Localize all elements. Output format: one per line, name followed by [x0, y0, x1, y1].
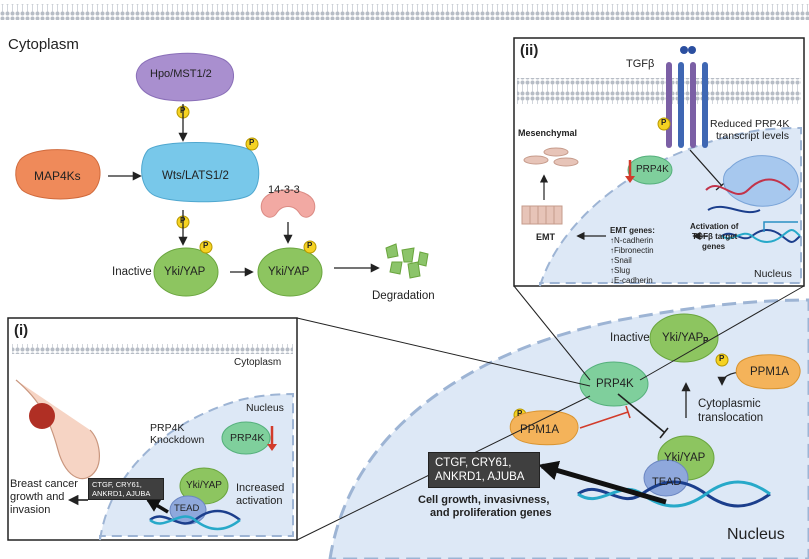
panel-i-prp4k: PRP4K — [230, 432, 265, 444]
mesenchymal-cells-icon — [523, 147, 579, 167]
wts-label: Wts/LATS1/2 — [162, 170, 229, 182]
panel-i-cancer-3: invasion — [10, 504, 51, 516]
panel-i-increased-1: Increased — [236, 482, 285, 494]
panel-ii — [513, 37, 805, 287]
gene-box-i-line-1: CTGF, CRY61, — [92, 480, 142, 489]
prp4k-panel-ii — [627, 155, 673, 185]
panel-ii-activation-3: genes — [702, 242, 726, 251]
epithelial-cells-icon — [521, 205, 563, 225]
p-badge-3: P — [180, 216, 186, 225]
panel-i-cancer-2: growth and — [10, 491, 65, 503]
panel-ii-mesenchymal: Mesenchymal — [518, 128, 578, 138]
yki-yap-nuclear-inactive — [649, 313, 719, 363]
inactive-nuclear-label: Inactive — [610, 332, 650, 344]
panel-i-knockdown-1: PRP4K — [150, 422, 185, 434]
panel-ii-tgfb: TGFβ — [626, 58, 655, 70]
p-badge-9: P — [661, 118, 667, 127]
wts-lats-kinase — [141, 142, 260, 203]
panel-i-cancer-1: Breast cancer — [10, 478, 78, 490]
yki-tead-label: Yki/YAP — [664, 452, 706, 464]
panel-ii-reduced-2: transcript levels — [716, 130, 789, 142]
gene-box-line-2: ANKRD1, AJUBA — [435, 471, 525, 483]
panel-i — [7, 317, 298, 541]
hpo-mst-kinase — [136, 52, 234, 102]
main-arrows — [108, 104, 746, 418]
ppm1a-right-label: PPM1A — [750, 366, 789, 378]
panel-i-increased-2: activation — [236, 495, 283, 507]
yki-yap-inactive — [153, 247, 219, 297]
activation-arrow — [538, 460, 667, 505]
tead-main-label: TEAD — [652, 476, 682, 488]
map4ks-label: MAP4Ks — [34, 169, 81, 183]
panel-ii-nucleus: Nucleus — [754, 268, 792, 280]
cell-membrane — [0, 4, 809, 20]
cyto-trans-label-1: Cytoplasmic — [698, 398, 761, 410]
yki-bound-label: Yki/YAP — [268, 266, 310, 278]
inhibition-lines — [579, 393, 669, 439]
yki-inactive-label: Yki/YAP — [164, 266, 206, 278]
p-badge-1: P — [180, 106, 186, 115]
yki-yap-bound — [257, 247, 323, 297]
gene-box-line-1: CTGF, CRY61, — [435, 457, 512, 469]
emt-gene-4: ↓E-cadherin — [610, 276, 653, 285]
panel-ii-activation-2: TGFβ target — [692, 232, 738, 241]
cyto-trans-label-2: translocation — [698, 412, 764, 424]
map4k-kinase — [15, 149, 101, 200]
growth-label-1: Cell growth, invasivness, — [418, 494, 550, 506]
panel-ii-prp4k: PRP4K — [636, 164, 669, 175]
yki-nuclear-label: Yki/YAP — [662, 332, 704, 344]
degradation-fragments — [385, 243, 429, 279]
nucleus-label: Nucleus — [727, 526, 785, 543]
panel-i-cytoplasm: Cytoplasm — [234, 357, 282, 368]
dna-helix-main — [577, 480, 771, 508]
panel-i-yki: Yki/YAP — [186, 480, 222, 491]
gene-box-panel-i: CTGF, CRY61, ANKRD1, AJUBA — [88, 478, 164, 500]
hpo-label: Hpo/MST1/2 — [150, 68, 212, 80]
emt-gene-1: ↑Fibronectin — [610, 246, 654, 255]
p-badge-5: P — [307, 241, 313, 250]
ppm1a-left-label: PPM1A — [520, 424, 559, 436]
cytoplasm-label: Cytoplasm — [8, 36, 79, 53]
emt-gene-2: ↑Snail — [610, 256, 632, 265]
panel-i-tead: TEAD — [174, 503, 200, 514]
fourteen-three-three — [260, 189, 316, 218]
panel-i-nucleus: Nucleus — [246, 402, 284, 414]
degradation-label: Degradation — [372, 290, 435, 302]
panel-i-knockdown-2: Knockdown — [150, 434, 205, 446]
prp4k-panel-i — [221, 421, 271, 455]
panel-ii-activation-1: Activation of — [690, 222, 739, 231]
inactive-label: Inactive — [112, 266, 152, 278]
emt-gene-0: ↑N-cadherin — [610, 236, 654, 245]
panel-ii-emt: EMT — [536, 232, 555, 242]
panel-ii-tag: (ii) — [520, 42, 539, 59]
ppm1a-right — [735, 354, 801, 390]
p-badge-8: P — [719, 354, 725, 363]
panel-ii-emt-genes-title: EMT genes: — [610, 226, 655, 235]
p-badge-6: P — [517, 409, 523, 418]
p-badge-4: P — [203, 241, 209, 250]
panel-ii-reduced-1: Reduced PRP4K — [710, 118, 790, 130]
p-badge-7: P — [703, 336, 709, 345]
growth-label-2: and proliferation genes — [430, 507, 552, 519]
prp4k-main-label: PRP4K — [596, 378, 634, 390]
gene-box-main: CTGF, CRY61, ANKRD1, AJUBA — [428, 452, 540, 488]
fourteen33-label: 14-3-3 — [268, 184, 300, 196]
panel-i-tag: (i) — [14, 322, 29, 339]
emt-gene-3: ↑Slug — [610, 266, 631, 275]
p-badge-2: P — [249, 138, 255, 147]
gene-box-i-line-2: ANKRD1, AJUBA — [92, 489, 151, 498]
